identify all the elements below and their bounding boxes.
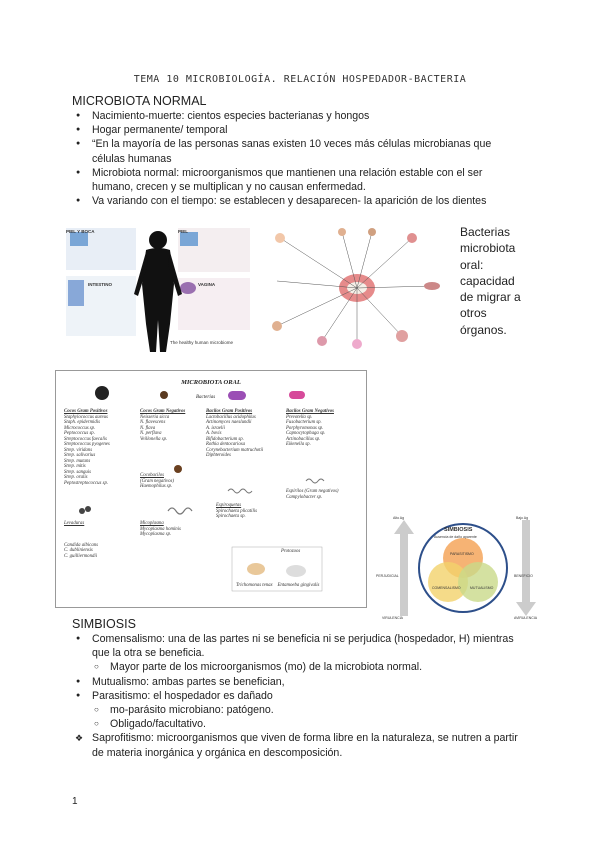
label-parasitismo: PARASITISMO bbox=[450, 552, 474, 556]
symbiosis-venn bbox=[394, 520, 536, 616]
symbiosis-title: SIMBIOSIS bbox=[444, 527, 473, 533]
oral-migration-figure bbox=[262, 226, 452, 356]
list-item: “En la mayoría de las personas sanas exi… bbox=[74, 137, 514, 165]
label-intestino: INTESTINO bbox=[88, 282, 113, 287]
body-microbiome-figure: PIEL Y BOCA PIEL INTESTINO VAGINA The he… bbox=[58, 224, 258, 356]
label-mutualismo: MUTUALISMO bbox=[470, 586, 494, 590]
body-figure-caption: The healthy human microbiome bbox=[170, 340, 234, 345]
espirilos-block: Espirilos (Gram negativos) Campylobacter… bbox=[286, 489, 339, 500]
list-item: Comensalismo: una de las partes ni se be… bbox=[74, 632, 524, 660]
label-beneficio: BENEFICIO bbox=[514, 574, 533, 578]
label-bajo-ag: Bajo Ag bbox=[516, 516, 529, 520]
protozoos-label: Protozoos bbox=[281, 549, 301, 554]
oral-figure-bacterias-label: Bacterias bbox=[196, 395, 216, 400]
oral-migration-diagram bbox=[272, 228, 440, 349]
label-perjudicial: PERJUDICIAL bbox=[376, 574, 399, 578]
list-item: Va variando con el tiempo: se establecen… bbox=[74, 194, 514, 208]
microbiota-oral-figure: MICROBIOTA ORAL Bacterias Cocos Gram Pos… bbox=[55, 370, 367, 608]
protozoos-items: Trichomonas tenax Entamoeba gingivalis bbox=[236, 583, 320, 588]
list-item: Parasitismo: el hospedador es dañado bbox=[74, 689, 524, 703]
col-bacilos-gram-neg: Bacilos Gram Negativos Prevotella sp.Fus… bbox=[286, 409, 334, 447]
oral-microbe-icons bbox=[79, 386, 325, 592]
oral-figure-title: MICROBIOTA ORAL bbox=[181, 379, 241, 386]
section-heading-microbiota: MICROBIOTA NORMAL bbox=[72, 94, 207, 108]
label-piel: PIEL bbox=[178, 229, 189, 234]
symbiosis-diagram: SIMBIOSIS Ausencia de daño aparente Alto… bbox=[376, 512, 546, 624]
label-avirulencia: AVIRULENCIA bbox=[514, 616, 538, 620]
label-alto-ag: Alto Ag bbox=[393, 516, 405, 520]
col-bacilos-gram-pos: Bacilos Gram Positivos Lactobacillus aci… bbox=[206, 409, 264, 458]
list-item: Obligado/facultativo. bbox=[74, 717, 524, 731]
microbiota-bullet-list: Nacimiento-muerte: cientos especies bact… bbox=[74, 109, 514, 209]
body-silhouette-illustration bbox=[66, 228, 250, 352]
list-item: Mayor parte de los microorganismos (mo) … bbox=[74, 660, 524, 674]
label-piel-boca: PIEL Y BOCA bbox=[66, 229, 95, 234]
label-vagina: VAGINA bbox=[198, 282, 216, 287]
section-heading-simbiosis: SIMBIOSIS bbox=[72, 617, 136, 631]
list-item: Nacimiento-muerte: cientos especies bact… bbox=[74, 109, 514, 123]
col-cocos-gram-pos: Cocos Gram Positivos Staphylococcus aure… bbox=[64, 409, 110, 486]
list-item: Hogar permanente/ temporal bbox=[74, 123, 514, 137]
simbiosis-bullet-list: Comensalismo: una de las partes ni se be… bbox=[74, 632, 524, 760]
cocobacilos-block: Cocobacilos (Gram negativos)Haemophilus … bbox=[140, 473, 174, 489]
label-comensalismo: COMENSALISMO bbox=[432, 586, 461, 590]
list-item: Saprofitismo: microorganismos que viven … bbox=[74, 731, 524, 759]
page-number: 1 bbox=[72, 796, 78, 807]
document-title: TEMA 10 MICROBIOLOGÍA. RELACIÓN HOSPEDAD… bbox=[133, 74, 467, 85]
side-note-oral-migration: Bacterias microbiota oral: capacidad de … bbox=[460, 225, 521, 337]
list-item: Mutualismo: ambas partes se benefician, bbox=[74, 675, 524, 689]
list-item: Microbiota normal: microorganismos que m… bbox=[74, 166, 514, 194]
levaduras-block: Levaduras Candida albicans C. dubliniens… bbox=[64, 521, 98, 559]
label-virulencia: VIRULENCIA bbox=[382, 616, 404, 620]
symbiosis-subtitle: Ausencia de daño aparente bbox=[434, 535, 477, 539]
list-item: mo-parásito microbiano: patógeno. bbox=[74, 703, 524, 717]
